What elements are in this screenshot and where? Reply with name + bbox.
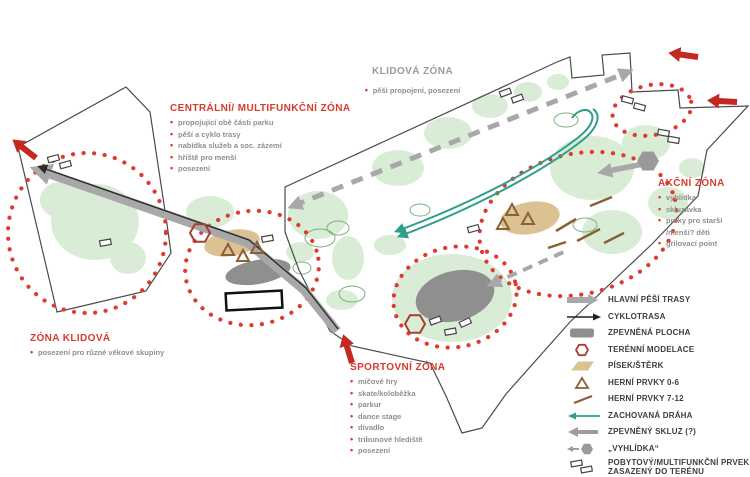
play-7-12-line-icon: [566, 392, 608, 406]
legend-item: PÍSEK/ŠTĚRK: [566, 359, 750, 373]
legend: HLAVNÍ PĚŠÍ TRASY CYKLOTRASA ZPEVNĚNÁ PL…: [566, 293, 750, 477]
legend-item: HERNÍ PRVKY 7-12: [566, 392, 750, 406]
zone-bullet: dance stage: [350, 411, 480, 423]
play-0-6-triangle-icon: [566, 375, 608, 390]
legend-item: POBYTOVÝ/MULTIFUNKČNÍ PRVEK ZASAZENÝ DO …: [566, 458, 750, 476]
main-pedestrian-path: [29, 163, 341, 334]
legend-item: „VYHLÍDKA“: [566, 442, 750, 456]
zone-bullet: posezení: [170, 163, 370, 175]
zone-bullet: posezení: [350, 445, 480, 457]
zone-title: ZÓNA KLIDOVÁ: [30, 333, 111, 344]
zone-label-sportovni: SPORTOVNÍ ZÓNA míčové hry skate/koloběžk…: [350, 362, 480, 457]
zone-label-zona-klidova-bottom: ZÓNA KLIDOVÁ posezení pro různé věkové s…: [30, 333, 200, 359]
legend-item: CYKLOTRASA: [566, 310, 750, 324]
zone-bullet: parkur: [350, 399, 480, 411]
cycle-route: [37, 164, 339, 330]
zone-title: AKČNÍ ZÓNA: [658, 178, 725, 189]
zone-boundary-sportovni: [391, 244, 519, 350]
sand-gravel-icon: [566, 359, 608, 373]
cycle-route-arrow-icon: [566, 310, 608, 324]
entrance-arrow-south: [339, 334, 355, 364]
terrain-hexagons: [188, 223, 427, 334]
preserved-track-arrow-icon: [566, 409, 608, 423]
zone-title: KLIDOVÁ ZÓNA: [372, 66, 453, 77]
zone-bullet: propojující obě části parku: [170, 117, 370, 129]
zone-bullet: prvky pro starší /menší? děti: [658, 215, 750, 238]
zone-boundary-centralni: [183, 208, 321, 328]
zone-bullet: nabídka služeb a soc. zázemí: [170, 140, 370, 152]
facilities-building: [224, 289, 284, 312]
zone-bullet: vyhlídka: [658, 192, 750, 204]
play-elements-0-6: [220, 201, 536, 262]
entrance-arrow-northeast-2: [707, 93, 738, 109]
main-path-arrow-icon: [566, 293, 608, 307]
zone-bullet: hřiště pro menší: [170, 152, 370, 164]
pedestrian-links-dashed: [287, 68, 644, 288]
zone-label-centralni-multifunkcni: CENTRÁLNÍ/ MULTIFUNKČNÍ ZÓNA propojující…: [170, 103, 370, 175]
entrance-arrow-northwest: [12, 139, 38, 161]
zone-bullet: pěší a cyklo trasy: [170, 129, 370, 141]
entrance-arrow-northeast-1: [668, 47, 699, 62]
legend-item: ZACHOVANÁ DRÁHA: [566, 409, 750, 423]
zone-label-akcni: AKČNÍ ZÓNA vyhlídka skluzavka prvky pro …: [658, 178, 750, 250]
paved-slide-arrow-icon: [566, 425, 608, 439]
play-elements-7-12: [547, 195, 625, 250]
zone-bullet: skate/koloběžka: [350, 388, 480, 400]
zone-bullet: posezení pro různé věkové skupiny: [30, 347, 200, 359]
multifunctional-elements: [46, 87, 681, 337]
legend-item: TERÉNNÍ MODELACE: [566, 343, 750, 357]
zone-bullet: skluzavka: [658, 204, 750, 216]
paved-area-icon: [566, 326, 608, 340]
legend-item: HERNÍ PRVKY 0-6: [566, 375, 750, 390]
preserved-track: [393, 108, 599, 239]
multifunctional-element-icon: [566, 459, 608, 475]
zone-boundary-klidova: [5, 150, 169, 316]
paved-slide-arrow: [597, 161, 644, 178]
legend-item: ZPEVNĚNÁ PLOCHA: [566, 326, 750, 340]
entrance-arrows: [12, 47, 738, 364]
viewpoint-hexagon-icon: [566, 442, 608, 456]
zone-label-klidova-zona-top: KLIDOVÁ ZÓNA pěší propojení, posezení: [320, 66, 505, 98]
zone-bullet: grilovací point: [658, 238, 750, 250]
zone-bullet: divadlo: [350, 422, 480, 434]
zone-title: CENTRÁLNÍ/ MULTIFUNKČNÍ ZÓNA: [170, 103, 351, 114]
zone-bullet: míčové hry: [350, 376, 480, 388]
zone-bullet: tribunové hlediště: [350, 434, 480, 446]
legend-item: ZPEVNĚNÝ SKLUZ (?): [566, 425, 750, 439]
zone-title: SPORTOVNÍ ZÓNA: [350, 362, 446, 373]
terrain-hexagon-icon: [566, 343, 608, 357]
legend-item: HLAVNÍ PĚŠÍ TRASY: [566, 293, 750, 307]
zone-bullet: pěší propojení, posezení: [365, 85, 461, 97]
viewpoint-hexagon: [637, 151, 659, 171]
